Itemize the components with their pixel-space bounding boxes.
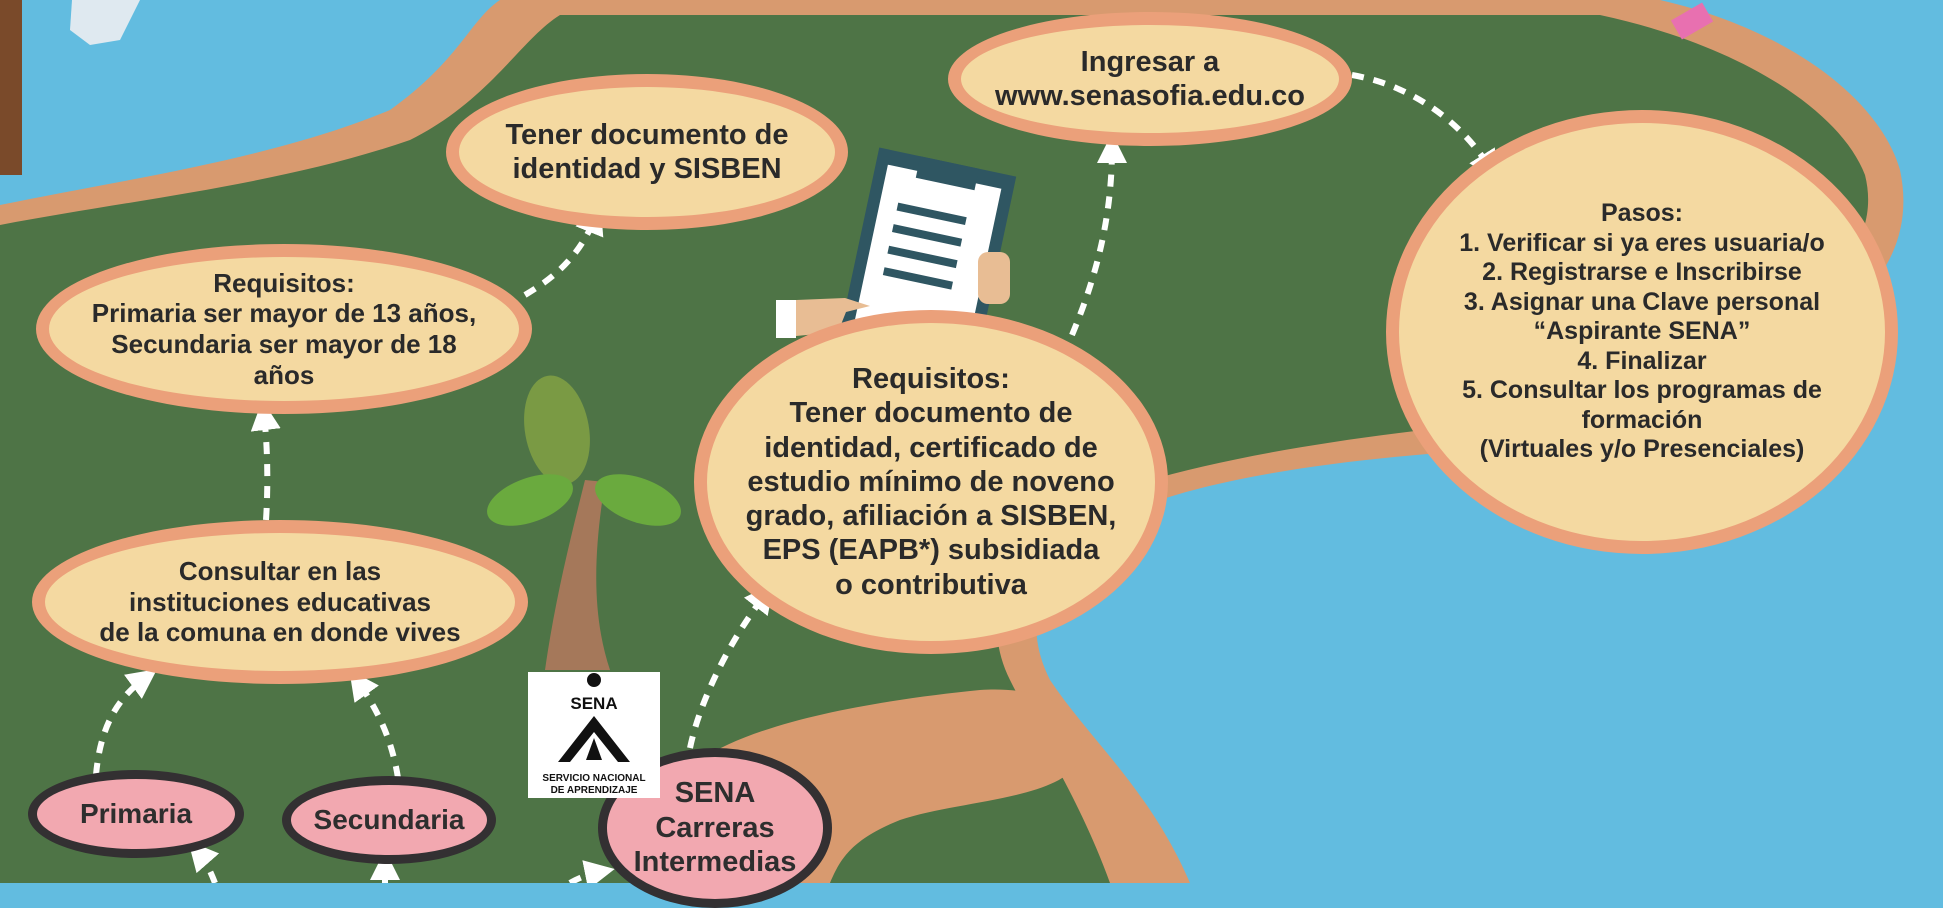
sena-logo-title: SENA: [570, 694, 618, 713]
bubble-pasos: Pasos: 1. Verificar si ya eres usuaria/o…: [1386, 110, 1898, 554]
bubble-documento-sisben: Tener documento de identidad y SISBEN: [446, 74, 848, 230]
connector-bottom-sena: [568, 860, 615, 883]
bubble-consultar-instituciones-text: Consultar en las instituciones educativa…: [99, 555, 461, 648]
bubble-pasos-text: Pasos: 1. Verificar si ya eres usuaria/o…: [1459, 199, 1825, 464]
bottle-icon: [70, 0, 140, 45]
connector-requisitos-to-ingresar: [1069, 133, 1127, 337]
sena-logo-icon: SENA SERVICIO NACIONAL DE APRENDIZAJE: [528, 672, 660, 798]
start-node-secundaria: Secundaria: [282, 776, 496, 864]
start-node-primaria-text: Primaria: [79, 798, 193, 830]
connector-requisitos-to-documento: [523, 204, 604, 298]
tree-trunk-edge: [0, 0, 22, 175]
start-node-secundaria-text: Secundaria: [313, 804, 465, 836]
bubble-requisitos-sena: Requisitos: Tener documento de identidad…: [694, 310, 1168, 654]
start-node-sena-carreras-text: SENA Carreras Intermedias: [633, 776, 797, 879]
palm-tree-icon: [487, 375, 681, 670]
bubble-requisitos-sena-text: Requisitos: Tener documento de identidad…: [745, 363, 1117, 601]
start-node-sena-carreras: SENA Carreras Intermedias: [598, 748, 832, 908]
connector-consultar-to-requisitos: [250, 400, 281, 521]
pointing-hand-icon: [776, 252, 1010, 338]
connector-secundaria-to-consultar: [349, 669, 401, 779]
clipboard-icon: [839, 147, 1017, 363]
sena-logo-mark: [558, 673, 630, 762]
bubble-documento-sisben-text: Tener documento de identidad y SISBEN: [505, 118, 789, 185]
bubble-requisitos-edad: Requisitos: Primaria ser mayor de 13 año…: [36, 244, 532, 414]
bubble-ingresar-web: Ingresar a www.senasofia.edu.co: [948, 12, 1352, 146]
start-node-primaria: Primaria: [28, 770, 244, 858]
eraser-icon: [1670, 2, 1714, 40]
bubble-consultar-instituciones: Consultar en las instituciones educativa…: [32, 520, 528, 684]
sena-logo-caption: SERVICIO NACIONAL DE APRENDIZAJE: [542, 773, 646, 796]
connector-bottom-left: [188, 840, 220, 883]
bubble-ingresar-web-text: Ingresar a www.senasofia.edu.co: [995, 45, 1305, 112]
bubble-requisitos-edad-text: Requisitos: Primaria ser mayor de 13 año…: [91, 267, 477, 390]
